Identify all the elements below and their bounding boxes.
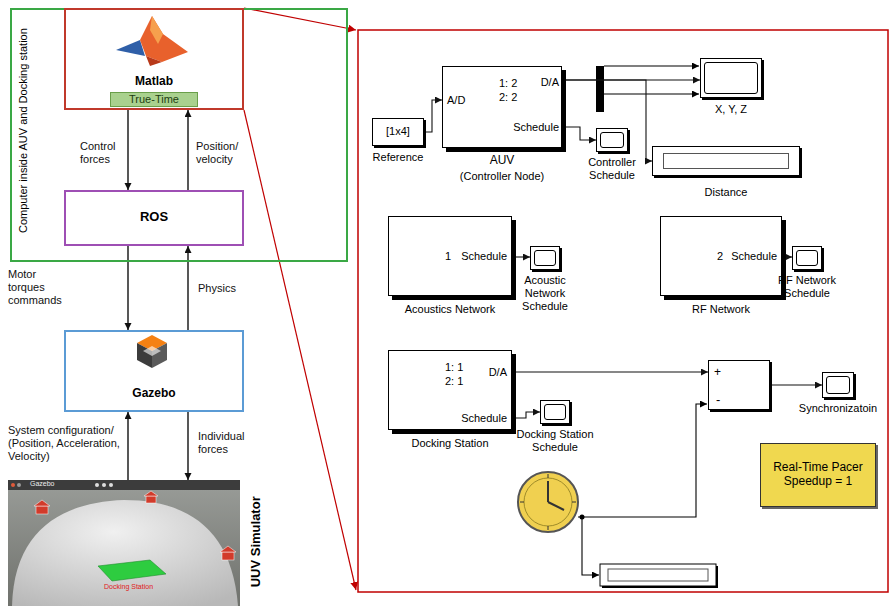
block-name: Synchronizatoin xyxy=(788,402,888,415)
connector xyxy=(187,246,188,330)
port-name: Schedule xyxy=(461,412,507,425)
node-text: Gazebo xyxy=(94,386,214,400)
connector xyxy=(424,100,442,132)
matlab-box: MatlabTrue-Time xyxy=(64,8,244,110)
block-name: AUV xyxy=(442,153,562,167)
block-name: Acoustics Network xyxy=(370,303,530,316)
scope-block: Controller Schedule xyxy=(596,128,628,152)
block-name: RF Network xyxy=(641,303,801,316)
picture-caption: Gazebo xyxy=(30,480,55,488)
scope-block: Acoustic Network Schedule xyxy=(530,246,560,270)
node-text: UUV Simulator xyxy=(248,487,264,597)
connector xyxy=(770,384,822,385)
block-name: RF Network Schedule xyxy=(776,274,838,300)
port-count: 2: 1 xyxy=(445,375,463,388)
block-name: Reference xyxy=(358,151,438,164)
edge-label: Control forces xyxy=(80,140,124,166)
display-block: Distance xyxy=(652,146,800,176)
port-name: A/D xyxy=(447,94,465,107)
scope-block: Synchronizatoin xyxy=(822,372,854,398)
connector xyxy=(512,371,708,372)
signal-line xyxy=(604,93,699,94)
gazebo-logo xyxy=(137,335,167,368)
scope-screen xyxy=(544,404,566,420)
block-name: Docking Station Schedule xyxy=(509,428,601,454)
sum-block: +- xyxy=(708,360,770,410)
node-text: ROS xyxy=(94,209,214,225)
port-name: D/A xyxy=(541,76,559,89)
block-name: (Controller Node) xyxy=(427,170,577,183)
picture-caption: Docking Station xyxy=(104,583,153,591)
edge-label: System configuration/ (Position, Acceler… xyxy=(8,424,124,464)
port-count: 1 xyxy=(445,250,451,263)
block-name: Docking Station xyxy=(370,437,530,450)
connector xyxy=(187,110,188,190)
scope-screen xyxy=(826,376,850,394)
display-block xyxy=(600,564,718,588)
network-block: 2ScheduleRF Network xyxy=(660,216,782,296)
edge-label: Physics xyxy=(198,282,258,295)
connector xyxy=(127,412,128,480)
block-name: Controller Schedule xyxy=(577,156,647,182)
computer-box: Computer inside AUV and Docking station M… xyxy=(10,8,348,262)
node-text: Real-Time Pacer Speedup = 1 xyxy=(766,460,870,489)
display-window xyxy=(663,153,789,169)
toolbox-label: True-Time xyxy=(110,92,198,107)
connector xyxy=(512,412,540,418)
kernel-block: A/D1: 22: 2D/AScheduleAUV(Controller Nod… xyxy=(442,66,562,148)
app-name: Matlab xyxy=(94,74,214,88)
connector xyxy=(512,256,530,257)
connector xyxy=(562,80,652,161)
scope-block: RF Network Schedule xyxy=(792,246,822,270)
kernel-block: 1: 12: 1D/AScheduleDocking Station xyxy=(388,350,512,430)
simulator-picture xyxy=(8,480,240,606)
sign: + xyxy=(714,365,721,379)
signal-line xyxy=(582,517,599,575)
node-text: Computer inside AUV and Docking station xyxy=(17,11,30,251)
port-count: 2 xyxy=(717,250,723,263)
node-text: [1x4] xyxy=(373,125,423,138)
edge-label: Position/ velocity xyxy=(196,140,254,166)
signal-line xyxy=(578,404,707,517)
edge-label: Individual forces xyxy=(198,430,270,456)
matlab-logo xyxy=(116,16,188,66)
connector xyxy=(127,246,128,330)
connector xyxy=(782,256,792,257)
port-count: 1: 2 xyxy=(499,77,517,90)
network-block: 1ScheduleAcoustics Network xyxy=(388,216,512,296)
sign: - xyxy=(716,392,720,408)
connector xyxy=(187,412,188,480)
port-count: 1: 1 xyxy=(445,361,463,374)
port-name: Schedule xyxy=(513,121,559,134)
block-name: X, Y, Z xyxy=(691,103,771,116)
port-count: 2: 2 xyxy=(499,91,517,104)
block-name: Acoustic Network Schedule xyxy=(514,274,576,314)
scope-block: Docking Station Schedule xyxy=(540,400,570,424)
constant-block: [1x4]Reference xyxy=(372,118,424,146)
pacer-block: Real-Time Pacer Speedup = 1 xyxy=(760,443,876,507)
scope-screen xyxy=(534,250,556,266)
clock-symbol xyxy=(518,472,578,532)
simulink-panel xyxy=(358,30,888,592)
edge-label: Motor torques commands xyxy=(8,268,72,308)
zoom-line xyxy=(244,8,356,30)
port-name: Schedule xyxy=(461,250,507,263)
scope-screen xyxy=(704,62,758,94)
scope-screen xyxy=(600,132,624,148)
connector xyxy=(562,127,596,140)
port-name: D/A xyxy=(489,366,507,379)
ros-box: ROS xyxy=(64,190,244,246)
mux-bar xyxy=(596,66,604,112)
connector xyxy=(127,110,128,190)
scope-block: X, Y, Z xyxy=(700,58,762,98)
block-name: Distance xyxy=(676,186,776,199)
gazebo-box: Gazebo xyxy=(64,330,244,412)
port-name: Schedule xyxy=(731,250,777,263)
signal-line xyxy=(604,65,699,66)
scope-screen xyxy=(796,250,818,266)
